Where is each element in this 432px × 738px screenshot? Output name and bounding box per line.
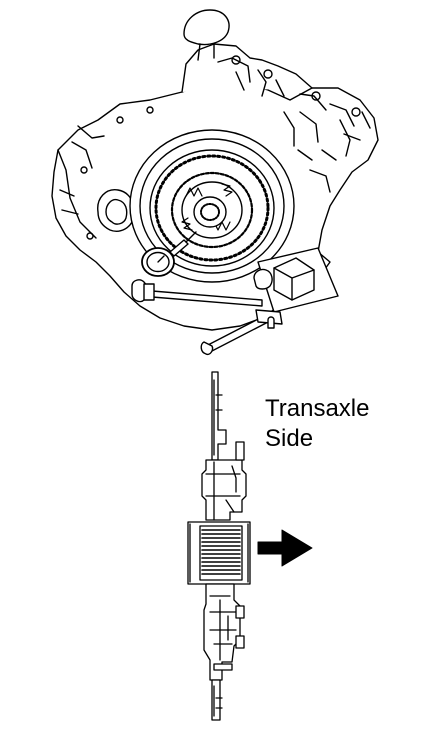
housing-ribs-right: [297, 111, 371, 193]
spring-pack-coils: [201, 529, 241, 575]
cap-knob: [183, 9, 230, 46]
lower-hub-notch: [213, 663, 233, 671]
cap-stem: [197, 43, 215, 61]
lower-hub-body: [203, 583, 241, 681]
dial-indicator-bezel: [146, 251, 170, 273]
left-flange: [57, 125, 105, 239]
dial-indicator-needle: [157, 255, 165, 263]
dial-indicator-plunger: [185, 231, 197, 243]
lower-facing-plate-detail: [213, 685, 223, 717]
dial-indicator: [141, 231, 197, 277]
upper-facing-plate-detail: [213, 379, 223, 456]
magnetic-base-knob: [253, 268, 273, 290]
left-boss: [97, 189, 136, 232]
left-boss-inner: [105, 198, 128, 225]
damper-ring: [181, 181, 243, 239]
input-shaft-spline: [200, 203, 220, 221]
clutch-disc-cross-section: [187, 371, 251, 721]
left-clamp: [143, 283, 155, 301]
arrow-right-icon: [257, 529, 313, 567]
upper-hub-step: [235, 441, 245, 461]
transaxle-illustration: [51, 9, 379, 356]
transaxle-side-label-line2: Side: [265, 425, 314, 452]
magnetic-base-block: [273, 257, 315, 301]
clutch-disc-facing: [154, 154, 270, 262]
magnetic-base: [253, 247, 339, 313]
magnetic-base-block-edge: [273, 267, 315, 301]
upper-hub-detail: [205, 461, 241, 521]
indicator-rods: [131, 279, 283, 356]
upper-hub-body: [201, 459, 247, 521]
clutch-disc-hub-ring: [170, 171, 254, 249]
rod-end-cap: [200, 341, 214, 356]
rod-clamp-screw: [267, 316, 275, 329]
spring-pack-frame: [189, 523, 249, 583]
bell-housing-inner-rim: [139, 138, 285, 274]
lower-hub-tabs: [235, 605, 245, 649]
clutch-hub: [193, 196, 227, 228]
transaxle-side-label-line1: Transaxle: [265, 395, 370, 422]
housing-bolts-top: [231, 55, 361, 117]
housing-top-tower: [181, 43, 313, 93]
lower-facing-plate: [211, 679, 221, 721]
lower-hub-detail: [209, 595, 237, 661]
housing-bolts-left: [80, 106, 154, 240]
dial-indicator-stem: [169, 239, 189, 257]
